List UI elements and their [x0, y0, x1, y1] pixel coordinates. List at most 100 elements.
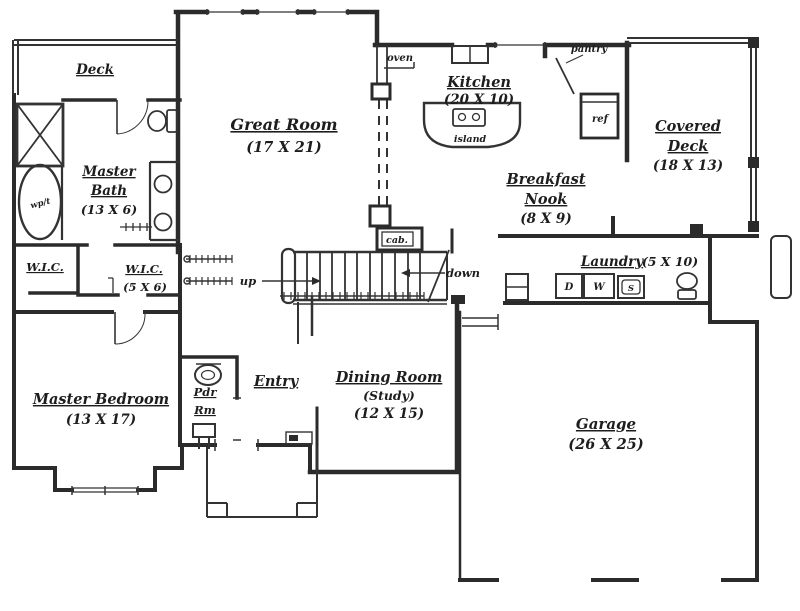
room-label-great-room: Great Room [230, 115, 337, 134]
kitchen-island [422, 101, 522, 149]
powder-room-fixtures [192, 363, 313, 449]
stair-stringer [297, 252, 448, 344]
front-wall [180, 443, 312, 474]
garage-door-opening [462, 314, 499, 330]
coat-closet-shelf [285, 431, 313, 445]
room-label-covered-deck-2: Deck [667, 138, 709, 155]
pantry-door [555, 57, 575, 95]
toilet-tank-icon [166, 109, 178, 133]
pantry-label: pantry [571, 44, 609, 55]
kitchen-fixtures [384, 45, 620, 149]
room-dims-dining: (12 X 15) [354, 406, 424, 422]
dryer-box [555, 273, 583, 299]
linen-shelves [108, 223, 152, 293]
railing-newel [183, 277, 191, 285]
room-dims-laundry: (5 X 10) [642, 254, 698, 269]
room-dims-great-room: (17 X 21) [246, 139, 321, 156]
divider-neck [376, 45, 388, 84]
room-label-entry: Entry [253, 373, 300, 390]
room-dims-master-bedroom: (13 X 17) [66, 412, 136, 428]
powder-room-walls [180, 355, 239, 400]
sink-legs [198, 437, 210, 449]
dryer-label: D [564, 282, 574, 293]
kitchen-walls [372, 40, 632, 163]
cooktop [452, 108, 486, 127]
deck-and-porch-lines [12, 37, 792, 518]
up-arrow-head-icon [312, 277, 321, 285]
room-label-powder-2: Rm [193, 403, 216, 417]
refrigerator-box [579, 92, 620, 140]
pantry-leader-line [565, 54, 584, 64]
bedroom-walls [12, 243, 182, 447]
laundry-sink-basin [621, 279, 641, 295]
down-arrow-head-icon [401, 269, 410, 277]
divider-pier [368, 204, 392, 228]
room-dims-breakfast-nook: (8 X 9) [520, 211, 571, 227]
stair-left-cap [280, 247, 297, 305]
deck-rail [12, 39, 178, 95]
room-dims-master-bath: (13 X 6) [81, 202, 137, 217]
garage-walls [458, 320, 759, 582]
dining-wall-cap [451, 295, 465, 304]
toilet-icon [147, 110, 167, 132]
room-label-breakfast-nook-2: Nook [524, 191, 568, 208]
room-label-garage: Garage [576, 415, 636, 433]
burner-icon [471, 112, 481, 122]
oven-label: oven [387, 53, 413, 64]
exterior-walls [12, 9, 759, 582]
room-labels: Deck Great Room (17 X 21) Master Bath (1… [26, 62, 723, 453]
stair-arrows [262, 269, 445, 285]
oven-counter [384, 62, 415, 69]
toilet-base [677, 289, 697, 300]
room-dims-garage: (26 X 25) [568, 436, 643, 453]
toilet-icon [194, 364, 222, 386]
room-label-laundry: Laundry [580, 254, 644, 270]
room-label-dining: Dining Room [335, 369, 443, 386]
down-label: down [446, 266, 480, 280]
deck-post-icon [748, 157, 759, 168]
front-porch [206, 447, 318, 518]
whirlpool-tub-label: wp/t [29, 197, 51, 212]
room-dims-kitchen: (20 X 10) [444, 92, 514, 108]
left-exterior-wall [12, 93, 184, 492]
dining-walls [307, 301, 460, 475]
pedestal-sink-icon [192, 423, 216, 438]
up-label: up [240, 274, 256, 288]
refrigerator-label: ref [592, 114, 610, 125]
burner-icon [457, 112, 467, 122]
laundry-sink-label: S [628, 284, 634, 294]
toilet-icon [676, 272, 698, 290]
stair-break-line [427, 249, 450, 303]
master-bath-fixtures [15, 100, 180, 345]
door-swing-arc [116, 100, 149, 135]
room-label-kitchen: Kitchen [446, 74, 511, 91]
room-label-deck: Deck [75, 62, 114, 78]
divider-dashed [378, 100, 388, 206]
room-label-master-bath-2: Bath [90, 183, 127, 199]
divider-pier [370, 82, 392, 101]
island-label: island [454, 134, 487, 145]
deck-post-icon [748, 221, 759, 232]
shower-x-icon [16, 103, 64, 167]
room-dims-covered-deck: (18 X 13) [653, 158, 723, 174]
fixture-labels: oven pantry ref island cab. up down wp/t… [29, 44, 634, 294]
room-label-covered-deck-1: Covered [655, 118, 721, 135]
deck-steps [770, 235, 792, 299]
window-ticks [494, 42, 546, 48]
washer-box [583, 273, 615, 299]
room-label-master-bedroom: Master Bedroom [32, 391, 169, 408]
cabinet-inner [381, 231, 414, 247]
laundry-walls [498, 216, 759, 324]
great-room-kitchen-divider [368, 45, 424, 252]
railing-lines [186, 258, 424, 297]
room-label-breakfast-nook-1: Breakfast [505, 171, 585, 188]
window-ticks [71, 486, 139, 495]
toilet-bowl [200, 369, 216, 381]
covered-deck-rail [627, 37, 757, 232]
closet-rod-mark [289, 435, 298, 441]
room-dims-wic-right: (5 X 6) [123, 280, 167, 294]
washer-label: W [593, 282, 606, 293]
window-ticks [206, 9, 349, 15]
